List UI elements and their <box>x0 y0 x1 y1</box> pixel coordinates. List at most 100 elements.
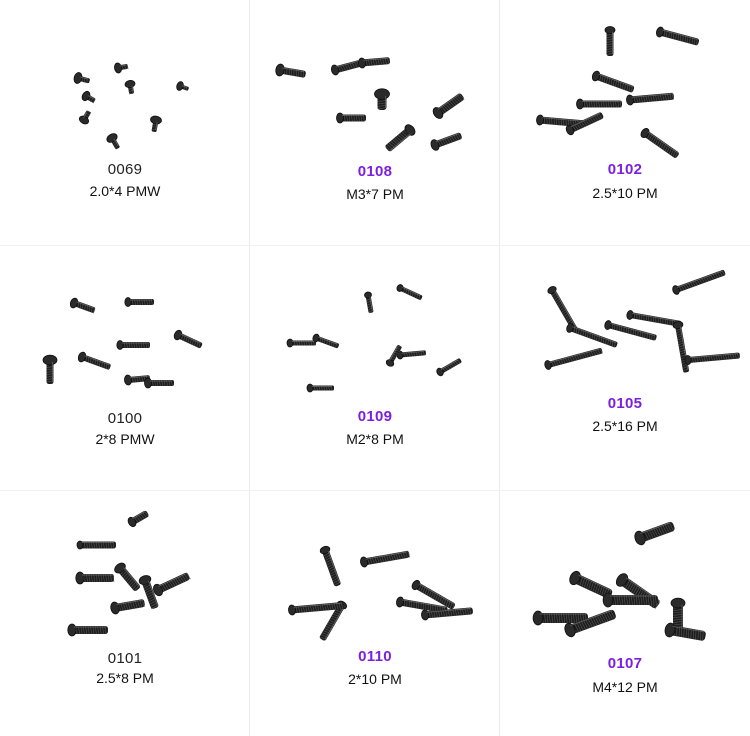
screw-icon <box>127 510 149 528</box>
product-card-0105[interactable]: 0105 2.5*16 PM <box>500 245 750 490</box>
product-code: 0069 <box>107 161 143 178</box>
product-code: 0105 <box>607 395 643 412</box>
product-spec: M4*12 PM <box>592 679 658 695</box>
screw-icon <box>602 592 658 608</box>
screw-icon <box>106 133 120 150</box>
screw-icon <box>358 57 391 69</box>
product-code: 0100 <box>107 410 143 427</box>
product-spec: M3*7 PM <box>346 186 404 202</box>
screw-icon <box>532 610 588 626</box>
screw-icon <box>576 98 622 110</box>
product-spec: M2*8 PM <box>346 431 404 447</box>
screw-icon <box>544 347 603 370</box>
screw-icon <box>547 286 578 333</box>
product-spec: 2.5*8 PM <box>96 670 154 686</box>
screw-icon <box>565 112 604 136</box>
product-code: 0110 <box>358 648 392 665</box>
screw-icon <box>436 358 462 377</box>
screw-photo <box>544 269 740 373</box>
product-card-0102[interactable]: 0102 2.5*10 PM <box>500 0 750 245</box>
screw-icon <box>411 579 456 610</box>
screw-icon <box>604 320 657 341</box>
screw-icon <box>634 521 675 546</box>
screw-icon <box>421 607 473 621</box>
product-card-0108[interactable]: 0108 M3*7 PM <box>250 0 500 245</box>
screw-icon <box>76 540 116 550</box>
screw-icon <box>110 599 145 615</box>
screw-icon <box>42 354 58 384</box>
screw-photo <box>73 62 189 150</box>
screw-icon <box>430 132 462 151</box>
screw-icon <box>286 338 316 348</box>
screw-icon <box>124 297 154 307</box>
screw-icon <box>312 333 339 349</box>
screw-photo <box>67 510 191 637</box>
screw-icon <box>153 572 191 597</box>
product-code: 0107 <box>607 655 643 672</box>
product-card-0110[interactable]: 0110 2*10 PM <box>250 490 500 735</box>
screw-icon <box>78 110 92 125</box>
product-card-0100[interactable]: 0100 2*8 PMW <box>0 245 250 490</box>
screw-icon <box>114 562 140 592</box>
screw-icon <box>330 60 361 76</box>
row-divider <box>0 245 750 246</box>
screw-icon <box>684 352 740 365</box>
screw-icon <box>604 26 616 56</box>
screw-icon <box>124 80 136 95</box>
screw-icon <box>364 291 374 313</box>
screw-icon <box>81 90 96 104</box>
screw-icon <box>173 329 203 349</box>
product-code: 0102 <box>607 161 643 178</box>
product-card-0101[interactable]: 0101 2.5*8 PM <box>0 490 250 735</box>
screw-icon <box>176 81 189 91</box>
screw-icon <box>306 383 334 393</box>
column-divider <box>499 0 500 736</box>
screw-photo <box>286 284 462 393</box>
product-code: 0109 <box>357 408 393 425</box>
screw-icon <box>640 128 679 159</box>
screw-icon <box>615 573 660 610</box>
screw-icon <box>69 297 96 314</box>
screw-icon <box>374 88 390 110</box>
screw-icon <box>114 62 129 74</box>
product-spec: 2.0*4 PMW <box>89 183 161 199</box>
row-divider <box>0 490 750 491</box>
product-card-0069[interactable]: 0069 2.0*4 PMW <box>0 0 250 245</box>
product-code: 0101 <box>107 650 143 667</box>
screw-icon <box>385 345 403 367</box>
screw-photo <box>275 57 465 152</box>
screw-icon <box>626 310 682 327</box>
screw-icon <box>670 597 686 633</box>
product-card-0107[interactable]: 0107 M4*12 PM <box>500 490 750 735</box>
screw-photo <box>536 26 700 159</box>
screw-icon <box>150 115 162 132</box>
screw-icon <box>275 63 306 78</box>
screw-icon <box>288 602 344 616</box>
screw-icon <box>664 622 706 641</box>
product-spec: 2.5*16 PM <box>592 418 658 434</box>
screw-icon <box>360 550 411 568</box>
screw-icon <box>591 70 635 93</box>
screw-icon <box>655 26 700 46</box>
product-code: 0108 <box>357 163 393 180</box>
screw-icon <box>432 93 465 119</box>
screw-icon <box>138 575 159 610</box>
screw-icon <box>672 321 689 373</box>
screw-icon <box>672 269 726 295</box>
screw-icon <box>566 323 618 348</box>
screw-icon <box>626 92 675 106</box>
screw-icon <box>67 623 108 637</box>
product-spec: 2.5*10 PM <box>592 185 658 201</box>
screw-icon <box>73 72 90 84</box>
product-card-0109[interactable]: 0109 M2*8 PM <box>250 245 500 490</box>
screw-photo <box>288 545 473 641</box>
screw-icon <box>75 571 115 585</box>
screw-icon <box>336 112 366 124</box>
screw-icon <box>396 284 423 300</box>
product-spec: 2*8 PMW <box>95 431 155 447</box>
screw-icon <box>319 545 341 587</box>
screw-icon <box>396 350 426 360</box>
screw-icon <box>116 340 150 350</box>
screw-photo <box>532 521 706 641</box>
